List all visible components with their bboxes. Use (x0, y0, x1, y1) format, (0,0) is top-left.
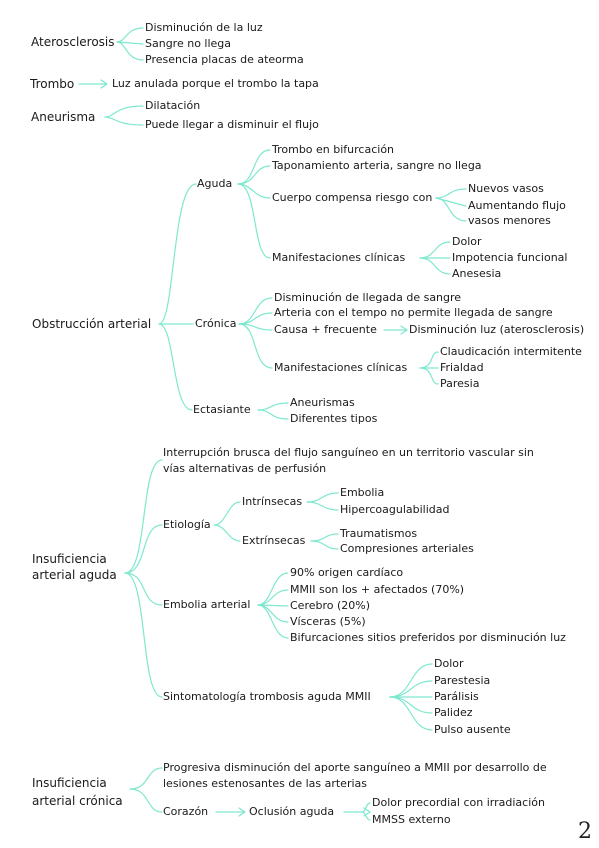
extrinsecas-label: Extrínsecas (242, 534, 306, 547)
iac-title-line: Insuficiencia (32, 776, 107, 790)
aguda-item: Manifestaciones clínicas (272, 251, 406, 264)
cronica-label: Crónica (195, 317, 237, 330)
aneurisma-item: Puede llegar a disminuir el flujo (145, 118, 319, 131)
oclusion-item: Dolor precordial con irradiación (372, 796, 545, 809)
aguda-manifest-item: Impotencia funcional (452, 251, 568, 264)
cronica-manifest-item: Frialdad (440, 361, 484, 374)
embolia-item: Bifurcaciones sitios preferidos por dism… (290, 631, 566, 644)
sintomatologia-item: Palidez (434, 706, 473, 719)
page-number: 2 (578, 819, 592, 844)
aneurisma-item: Dilatación (145, 99, 201, 112)
embolia-item: 90% origen cardíaco (290, 566, 404, 579)
extrinsecas-item: Traumatismos (340, 527, 418, 540)
aguda-manifest-item: Anesesia (452, 267, 502, 280)
iaa-title-line: Insuficiencia (32, 552, 107, 566)
cronica-item: Disminución de llegada de sangre (274, 291, 462, 304)
cronica-manifest-item: Paresia (440, 377, 480, 390)
cronica-item: Manifestaciones clínicas (274, 361, 408, 374)
aneurisma-title: Aneurisma (31, 110, 96, 124)
sintomatologia-label: Sintomatología trombosis aguda MMII (163, 690, 371, 703)
embolia-item: MMII son los + afectados (70%) (290, 583, 465, 596)
compensa-item: Aumentando flujo (468, 199, 566, 212)
cronica-causa: Disminución luz (aterosclerosis) (409, 323, 585, 336)
ectasiante-item: Diferentes tipos (290, 412, 378, 425)
cronica-item: Arteria con el tempo no permite llegada … (274, 306, 553, 319)
aguda-item: Taponamiento arteria, sangre no llega (272, 159, 482, 172)
sintomatologia-item: Parestesia (434, 674, 491, 687)
sintomatologia-item: Pulso ausente (434, 723, 511, 736)
embolia-label: Embolia arterial (163, 598, 251, 611)
intrinsecas-label: Intrínsecas (242, 495, 303, 508)
iaa-definition-line: vías alternativas de perfusión (163, 462, 327, 475)
sintomatologia-item: Dolor (434, 657, 464, 670)
iaa-definition-line: Interrupción brusca del flujo sanguíneo … (163, 446, 534, 459)
intrinsecas-item: Hipercoagulabilidad (340, 503, 450, 516)
sintomatologia-item: Parálisis (434, 690, 479, 703)
corazon-label: Corazón (163, 805, 209, 818)
ectasiante-item: Aneurismas (290, 396, 355, 409)
aterosclerosis-item: Presencia placas de ateorma (145, 53, 304, 66)
compensa-item: vasos menores (468, 214, 551, 227)
cronica-manifest-item: Claudicación intermitente (440, 345, 582, 358)
intrinsecas-item: Embolia (340, 486, 385, 499)
trombo-description: Luz anulada porque el trombo la tapa (112, 77, 319, 90)
aterosclerosis-title: Aterosclerosis (31, 35, 115, 49)
compensa-item: Nuevos vasos (468, 182, 544, 195)
etiologia-label: Etiología (163, 518, 211, 531)
extrinsecas-item: Compresiones arteriales (340, 542, 474, 555)
iaa-title-line: arterial aguda (32, 568, 117, 582)
cronica-item: Causa + frecuente (274, 323, 377, 336)
embolia-item: Cerebro (20%) (290, 599, 371, 612)
oclusion-item: MMSS externo (372, 813, 451, 826)
iac-title-line: arterial crónica (32, 794, 123, 808)
iac-definition-line: lesiones estenosantes de las arterias (163, 777, 368, 790)
oclusion-label: Oclusión aguda (249, 805, 335, 818)
trombo-title: Trombo (30, 77, 75, 91)
aguda-label: Aguda (197, 177, 233, 190)
obstruccion-title: Obstrucción arterial (32, 317, 152, 331)
aguda-manifest-item: Dolor (452, 235, 482, 248)
aguda-item: Cuerpo compensa riesgo con (272, 191, 433, 204)
aterosclerosis-item: Disminución de la luz (145, 21, 263, 34)
embolia-item: Vísceras (5%) (290, 615, 366, 628)
ectasiante-label: Ectasiante (193, 403, 251, 416)
aguda-item: Trombo en bifurcación (272, 143, 395, 156)
iac-definition-line: Progresiva disminución del aporte sanguí… (163, 761, 547, 774)
aterosclerosis-item: Sangre no llega (145, 37, 232, 50)
